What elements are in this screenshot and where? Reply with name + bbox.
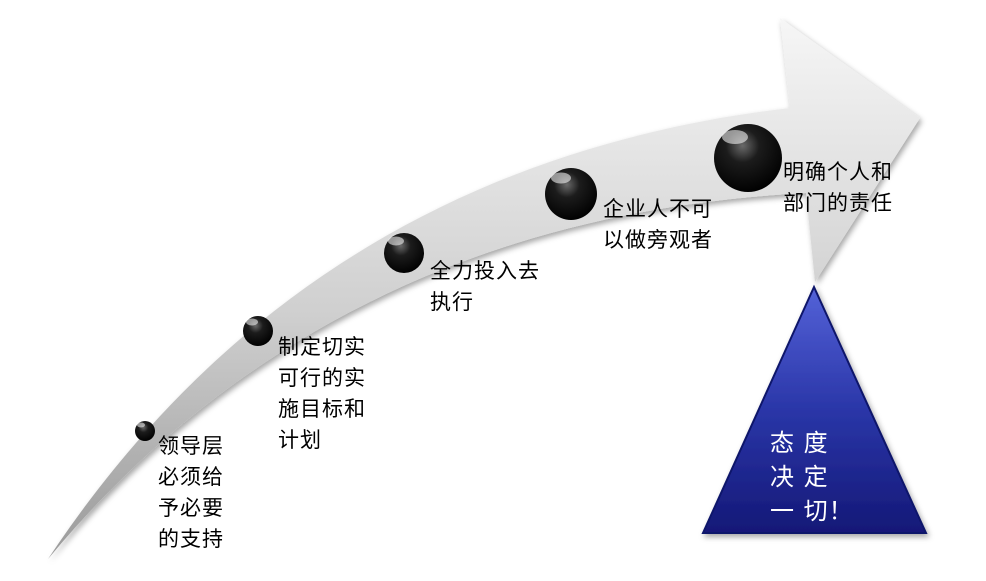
growth-arrow [48, 18, 920, 559]
step-bullets [135, 124, 782, 441]
bullet-5-highlight [722, 130, 748, 144]
triangle-text-line-3: 一 切！ [770, 497, 854, 525]
step-label-2: 制定切实 可行的实 施目标和 计划 [278, 335, 366, 452]
triangle-text-line-1: 态 度 [770, 429, 829, 457]
step-label-3: 全力投入去 执行 [430, 259, 540, 314]
attitude-triangle [701, 284, 928, 534]
bullet-4-highlight [551, 172, 571, 184]
step-label-1: 领导层 必须给 予必要 的支持 [158, 434, 224, 551]
step-label-4: 企业人不可 以做旁观者 [603, 197, 713, 252]
step-label-5: 明确个人和 部门的责任 [783, 160, 893, 215]
bullet-2-highlight [246, 318, 258, 326]
triangle-text-line-2: 决 定 [770, 463, 829, 491]
bullet-1-highlight [137, 422, 145, 428]
bullet-3-highlight [388, 236, 404, 246]
